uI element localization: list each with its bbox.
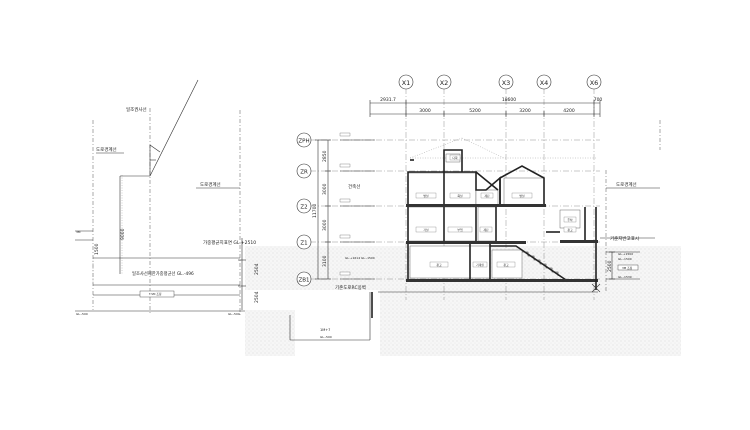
sky-line-label: 일조권사선 — [126, 106, 147, 113]
room-basement-a: 창고 — [436, 263, 442, 267]
retaining-outline — [289, 292, 373, 341]
svg-text:Z2: Z2 — [300, 205, 307, 211]
dim-floor-4: 3100 — [322, 255, 328, 267]
left-lower-dim: 2504 — [254, 291, 260, 303]
mid-gl-label: GL.-500 — [228, 312, 240, 316]
svg-text:ZPH: ZPH — [298, 139, 309, 145]
sunlight-height-label: 일조사선제한가중평균선 GL.-496 — [132, 270, 194, 277]
svg-text:ZR: ZR — [300, 170, 308, 176]
road-boundary-mid-label: 도로경계선 — [200, 181, 221, 188]
grid-axis-x6: X6 — [586, 74, 602, 90]
room-attic: 다락 — [452, 156, 458, 160]
vertical-dimension-lines — [315, 139, 331, 280]
gl-right-1: GL.+1500 — [618, 252, 633, 256]
existing-level-label: 기준지반고표시 — [610, 235, 639, 242]
right-basement-dim: 2500 — [607, 260, 613, 272]
room-kitchen: 부엌 — [457, 228, 463, 232]
dim-right-offset: 700 — [594, 97, 603, 103]
room-labels: 다락 방실 욕실 계단 방실 거실 부엌 계단 창고 주차 창고 기계실 창고 — [415, 154, 577, 268]
bottom-gl-label: GL.-500 — [320, 335, 332, 339]
road-boundary-right-label: 도로경계선 — [616, 181, 637, 188]
left-gl-label: GL.-500 — [76, 312, 88, 316]
road-boundary-left-label: 도로경계선 — [96, 146, 117, 153]
dim-span-4: 4200 — [563, 108, 575, 114]
top-dimension-lines — [369, 100, 601, 117]
dim-overall: 18600 — [502, 97, 516, 103]
left-upper-dim: 2504 — [254, 263, 260, 275]
svg-text:ZB1: ZB1 — [298, 278, 309, 284]
level-axis-z1: Z1 — [296, 234, 312, 250]
dim-floor-1: 2850 — [322, 150, 328, 162]
svg-text:X1: X1 — [402, 79, 411, 87]
dim-span-3: 3200 — [519, 108, 531, 114]
room-stair-l1: 계단 — [483, 228, 489, 232]
room-living: 거실 — [423, 228, 429, 232]
inner-gl-label: GL.+1614 GL.-1500 — [345, 256, 375, 260]
bottom-tag: 1M+7 — [320, 328, 330, 332]
svg-text:Z1: Z1 — [300, 241, 307, 247]
room-bath-l2: 욕실 — [457, 194, 463, 198]
gl-right-3: GL.-1539 — [618, 275, 632, 279]
left-far-dim: 1500 — [94, 243, 100, 255]
room-basement-c: 창고 — [503, 263, 509, 267]
level-axis-zph: ZPH — [296, 132, 312, 148]
gl-right-tag: 3M 조정 — [622, 266, 633, 270]
grid-axis-x1: X1 — [398, 74, 414, 90]
left-small-tag: 3M — [76, 230, 81, 234]
existing-rc-wall-label: 기존도로RC옹벽 — [335, 284, 366, 291]
dim-span-1: 3000 — [419, 108, 431, 114]
grid-axis-x3: X3 — [498, 74, 514, 90]
room-parking: 주차 — [567, 218, 573, 222]
room-bed-l2: 방실 — [423, 194, 429, 198]
grid-axis-x2: X2 — [436, 74, 452, 90]
level-axis-z2: Z2 — [296, 198, 312, 214]
dim-total: 11700 — [312, 204, 318, 218]
svg-text:X2: X2 — [440, 79, 449, 87]
right-annotations — [600, 120, 661, 292]
dim-floor-2: 3000 — [322, 183, 328, 195]
avg-ground-label: 가중평균지표면 GL.+2510 — [203, 239, 256, 246]
grid-axis-x4: X4 — [536, 74, 552, 90]
svg-text:X4: X4 — [540, 79, 549, 87]
level-tags — [339, 132, 375, 280]
dim-span-2: 5200 — [469, 108, 481, 114]
room-basement-b: 기계실 — [476, 263, 484, 267]
dim-left-offset: 2931.7 — [380, 97, 396, 103]
room-stair-l2: 계단 — [484, 194, 490, 198]
room-storage: 창고 — [567, 228, 573, 232]
room-bed-r2: 방실 — [519, 194, 525, 198]
building-line-label: 건축선 — [348, 183, 360, 190]
gl-right-2: GL.-1500 — [618, 257, 632, 261]
left-setback-study — [75, 79, 246, 315]
svg-text:X6: X6 — [590, 79, 599, 87]
basement-tag: T.SM 조정 — [148, 292, 162, 296]
left-mid-dim: 9000 — [120, 228, 126, 240]
level-axis-zb1: ZB1 — [296, 271, 312, 287]
svg-text:X3: X3 — [502, 79, 511, 87]
dim-floor-3: 3000 — [322, 219, 328, 231]
level-axis-zr: ZR — [296, 163, 312, 179]
